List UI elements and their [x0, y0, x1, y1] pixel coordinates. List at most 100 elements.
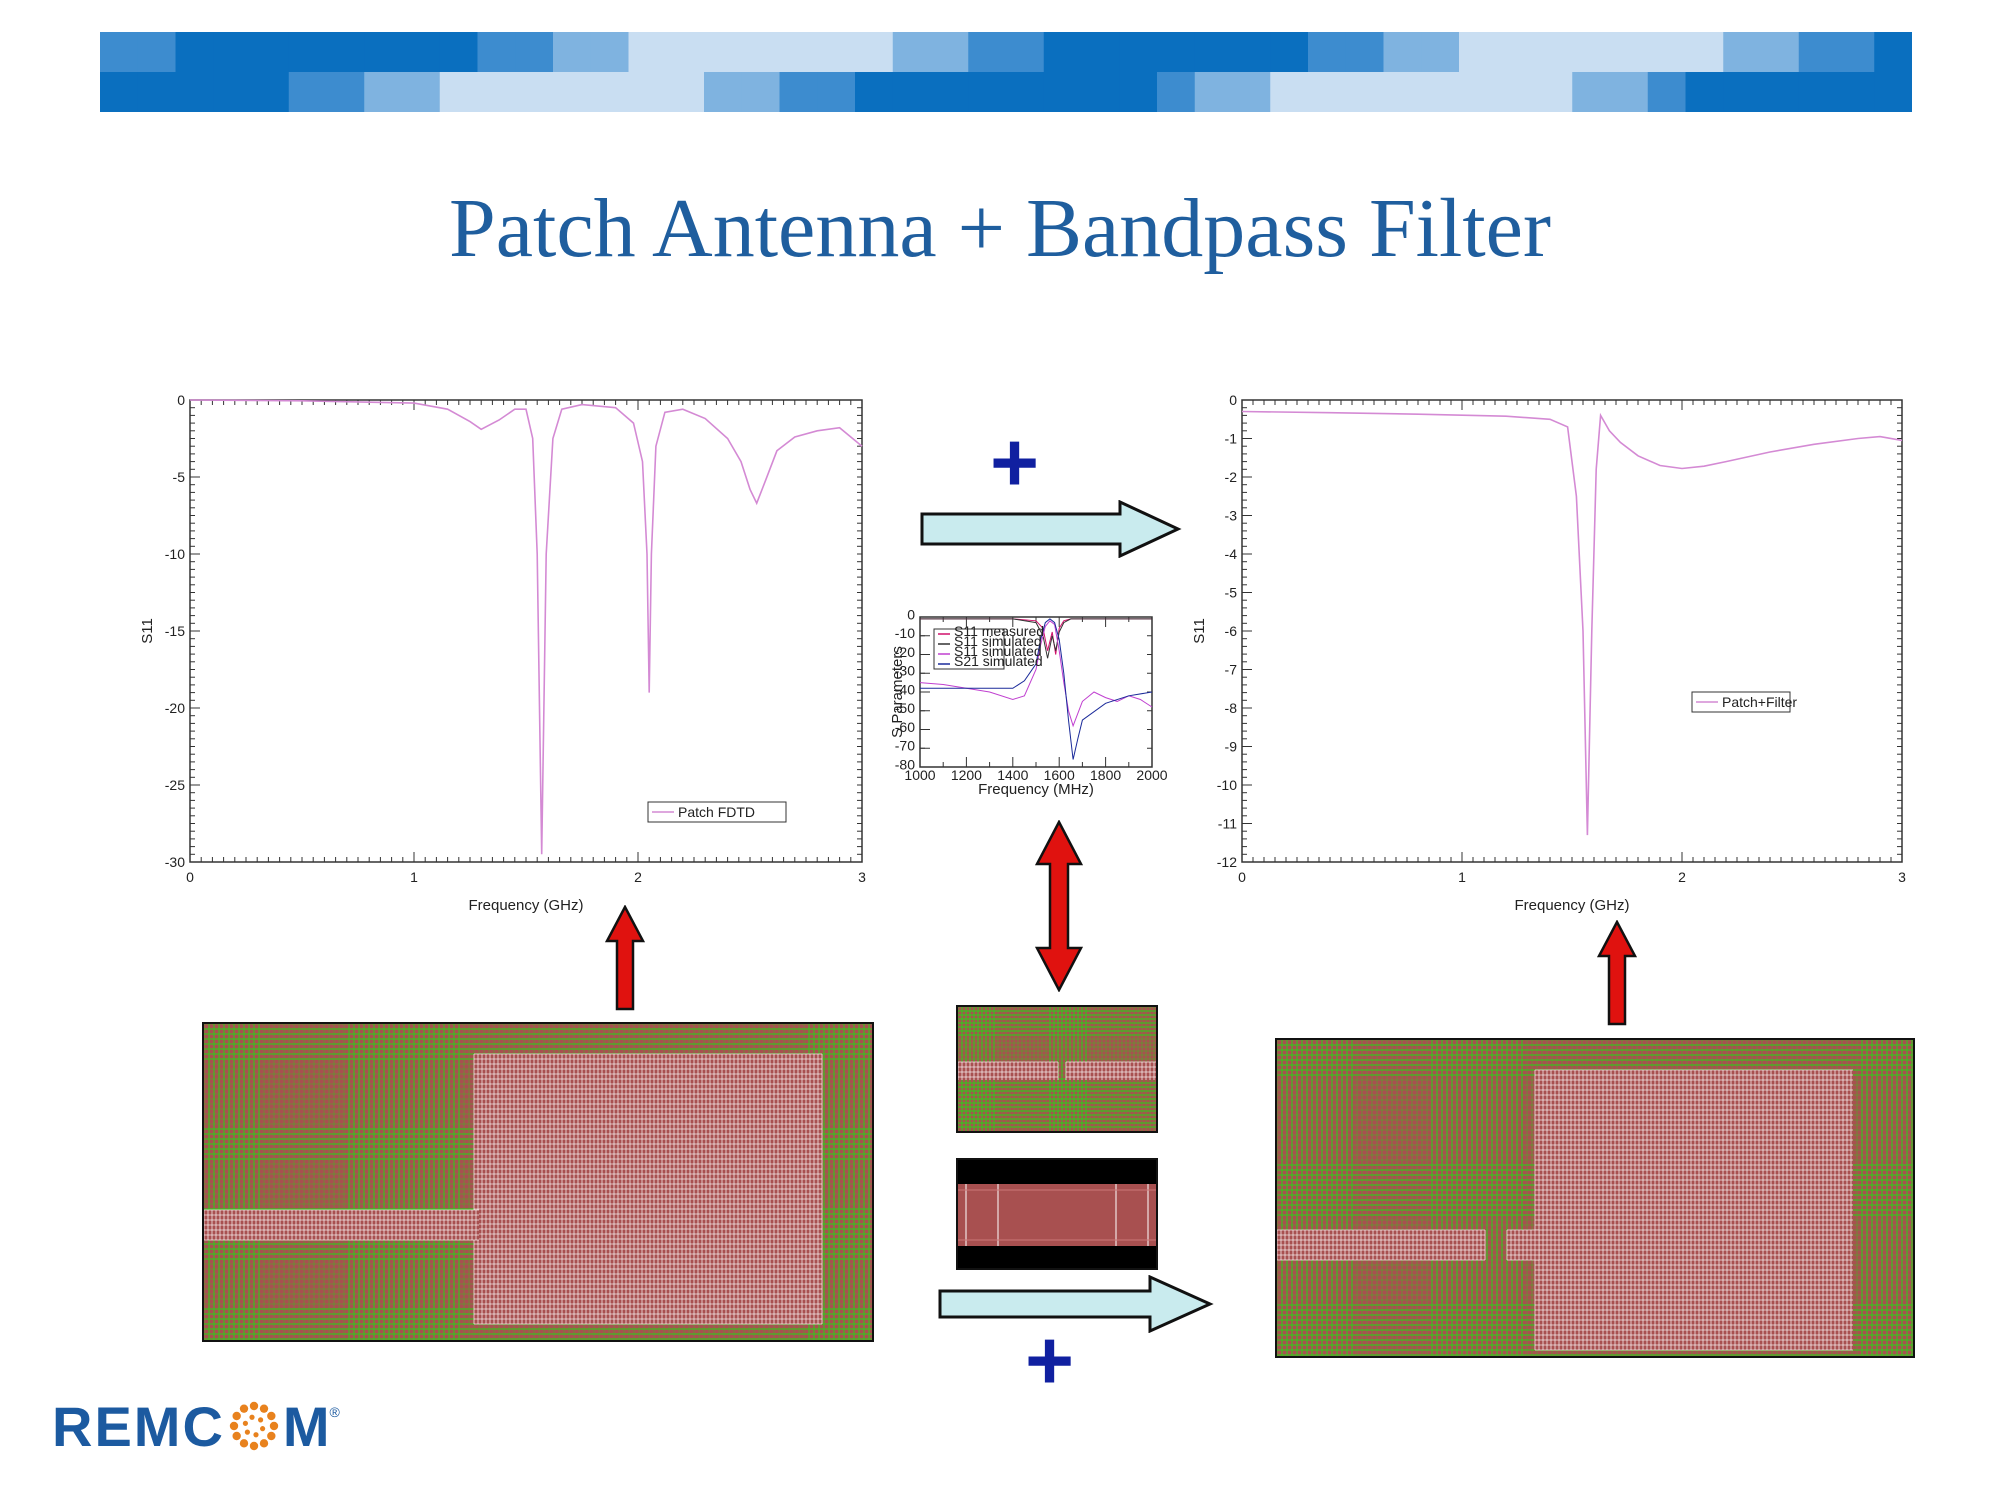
patch-mesh-view — [202, 1022, 874, 1342]
logo-dot — [267, 1431, 276, 1441]
plot-area — [189, 399, 863, 863]
series-line — [919, 620, 1153, 728]
mesh-metal — [958, 1062, 1058, 1080]
y-tick-label: -60 — [895, 719, 915, 735]
x-tick-label: 1 — [1458, 869, 1466, 885]
plus-sign-top: + — [990, 415, 1040, 509]
y-tick-label: -5 — [1225, 584, 1238, 600]
banner-tile — [1836, 32, 1875, 72]
x-tick-label: 1800 — [1090, 767, 1121, 783]
x-tick-label: 0 — [186, 869, 194, 885]
series-line — [1241, 410, 1903, 836]
banner-tile — [930, 32, 969, 72]
banner-tile — [1194, 32, 1233, 72]
banner-tile — [1119, 72, 1158, 112]
y-tick-label: 0 — [177, 392, 185, 408]
banner-tile — [1798, 72, 1837, 112]
mesh-metal — [1066, 1062, 1156, 1080]
red-up-arrow-left — [605, 905, 645, 1011]
y-tick-label: -10 — [165, 546, 185, 562]
red-double-arrow — [1035, 820, 1083, 992]
y-tick-label: -1 — [1225, 430, 1238, 446]
banner-tile — [1345, 32, 1384, 72]
banner-tile — [1874, 32, 1912, 72]
series-line — [920, 618, 1153, 760]
x-axis-label: Frequency (MHz) — [978, 781, 1094, 798]
x-tick-label: 3 — [858, 869, 866, 885]
banner-tile — [855, 32, 894, 72]
banner-tile — [1232, 72, 1271, 112]
banner-tile — [817, 32, 856, 72]
teal-arrow-top — [920, 500, 1182, 558]
logo-dot — [259, 1426, 266, 1432]
y-tick-label: 0 — [1229, 392, 1237, 408]
banner-tile — [1043, 32, 1082, 72]
y-tick-label: -40 — [895, 681, 915, 697]
x-tick-label: 1000 — [904, 767, 935, 783]
slide-title: Patch Antenna + Bandpass Filter — [449, 182, 1551, 275]
banner-tile — [1345, 72, 1384, 112]
banner-tile — [439, 32, 478, 72]
banner-tile — [477, 32, 516, 72]
y-tick-label: -4 — [1225, 546, 1238, 562]
combined-mesh-view — [1275, 1038, 1915, 1358]
y-tick-label: -3 — [1225, 507, 1238, 523]
legend-label: S11 measured — [954, 623, 1044, 639]
banner-tile — [1610, 72, 1649, 112]
banner-tile — [1836, 72, 1875, 112]
banner-tile — [1081, 32, 1120, 72]
series-line — [189, 399, 863, 855]
banner-tile — [1572, 72, 1611, 112]
logo-dot — [267, 1411, 276, 1421]
banner-tile — [1043, 72, 1082, 112]
filter-mesh-view — [956, 1005, 1158, 1133]
legend: Patch FDTD — [647, 801, 787, 823]
y-tick-label: -20 — [895, 644, 915, 660]
banner-tile — [553, 32, 592, 72]
banner-tile — [968, 72, 1007, 112]
banner-tile — [1685, 72, 1724, 112]
legend-label: Patch+Filter — [1722, 694, 1797, 710]
legend-box — [647, 801, 787, 823]
logo-dot — [249, 1441, 259, 1451]
banner-tile — [288, 32, 327, 72]
header-banner — [100, 32, 1912, 112]
banner-tile — [1723, 32, 1762, 72]
banner-tile — [213, 72, 252, 112]
x-tick-label: 3 — [1898, 869, 1906, 885]
banner-tile — [930, 72, 969, 112]
x-tick-label: 1200 — [951, 767, 982, 783]
y-tick-label: -25 — [165, 777, 185, 793]
banner-tile — [100, 32, 139, 72]
legend-box — [933, 628, 1005, 670]
banner-tile — [1157, 72, 1196, 112]
banner-tile — [364, 32, 403, 72]
legend-label: S21 simulated — [954, 653, 1043, 669]
y-tick-label: -8 — [1225, 700, 1238, 716]
x-tick-label: 0 — [1238, 869, 1246, 885]
banner-tile — [251, 32, 290, 72]
legend-label: Patch FDTD — [678, 804, 755, 820]
banner-tile — [666, 72, 705, 112]
banner-tile — [364, 72, 403, 112]
logo-dots-icon — [229, 1401, 279, 1451]
logo-dot — [239, 1404, 249, 1413]
banner-tile — [779, 32, 818, 72]
logo-dot — [229, 1421, 239, 1431]
logo-dot — [257, 1417, 264, 1423]
y-tick-label: -10 — [895, 625, 915, 641]
banner-tile — [1308, 72, 1347, 112]
banner-tile — [1761, 72, 1800, 112]
banner-tile — [1610, 32, 1649, 72]
banner-tile — [779, 72, 818, 112]
series-line — [920, 618, 1152, 659]
banner-tile — [1006, 32, 1045, 72]
banner-tile — [288, 72, 327, 112]
banner-tile — [1194, 72, 1233, 112]
logo-dot — [253, 1432, 259, 1438]
banner-tile — [1874, 72, 1912, 112]
banner-tile — [1270, 72, 1309, 112]
